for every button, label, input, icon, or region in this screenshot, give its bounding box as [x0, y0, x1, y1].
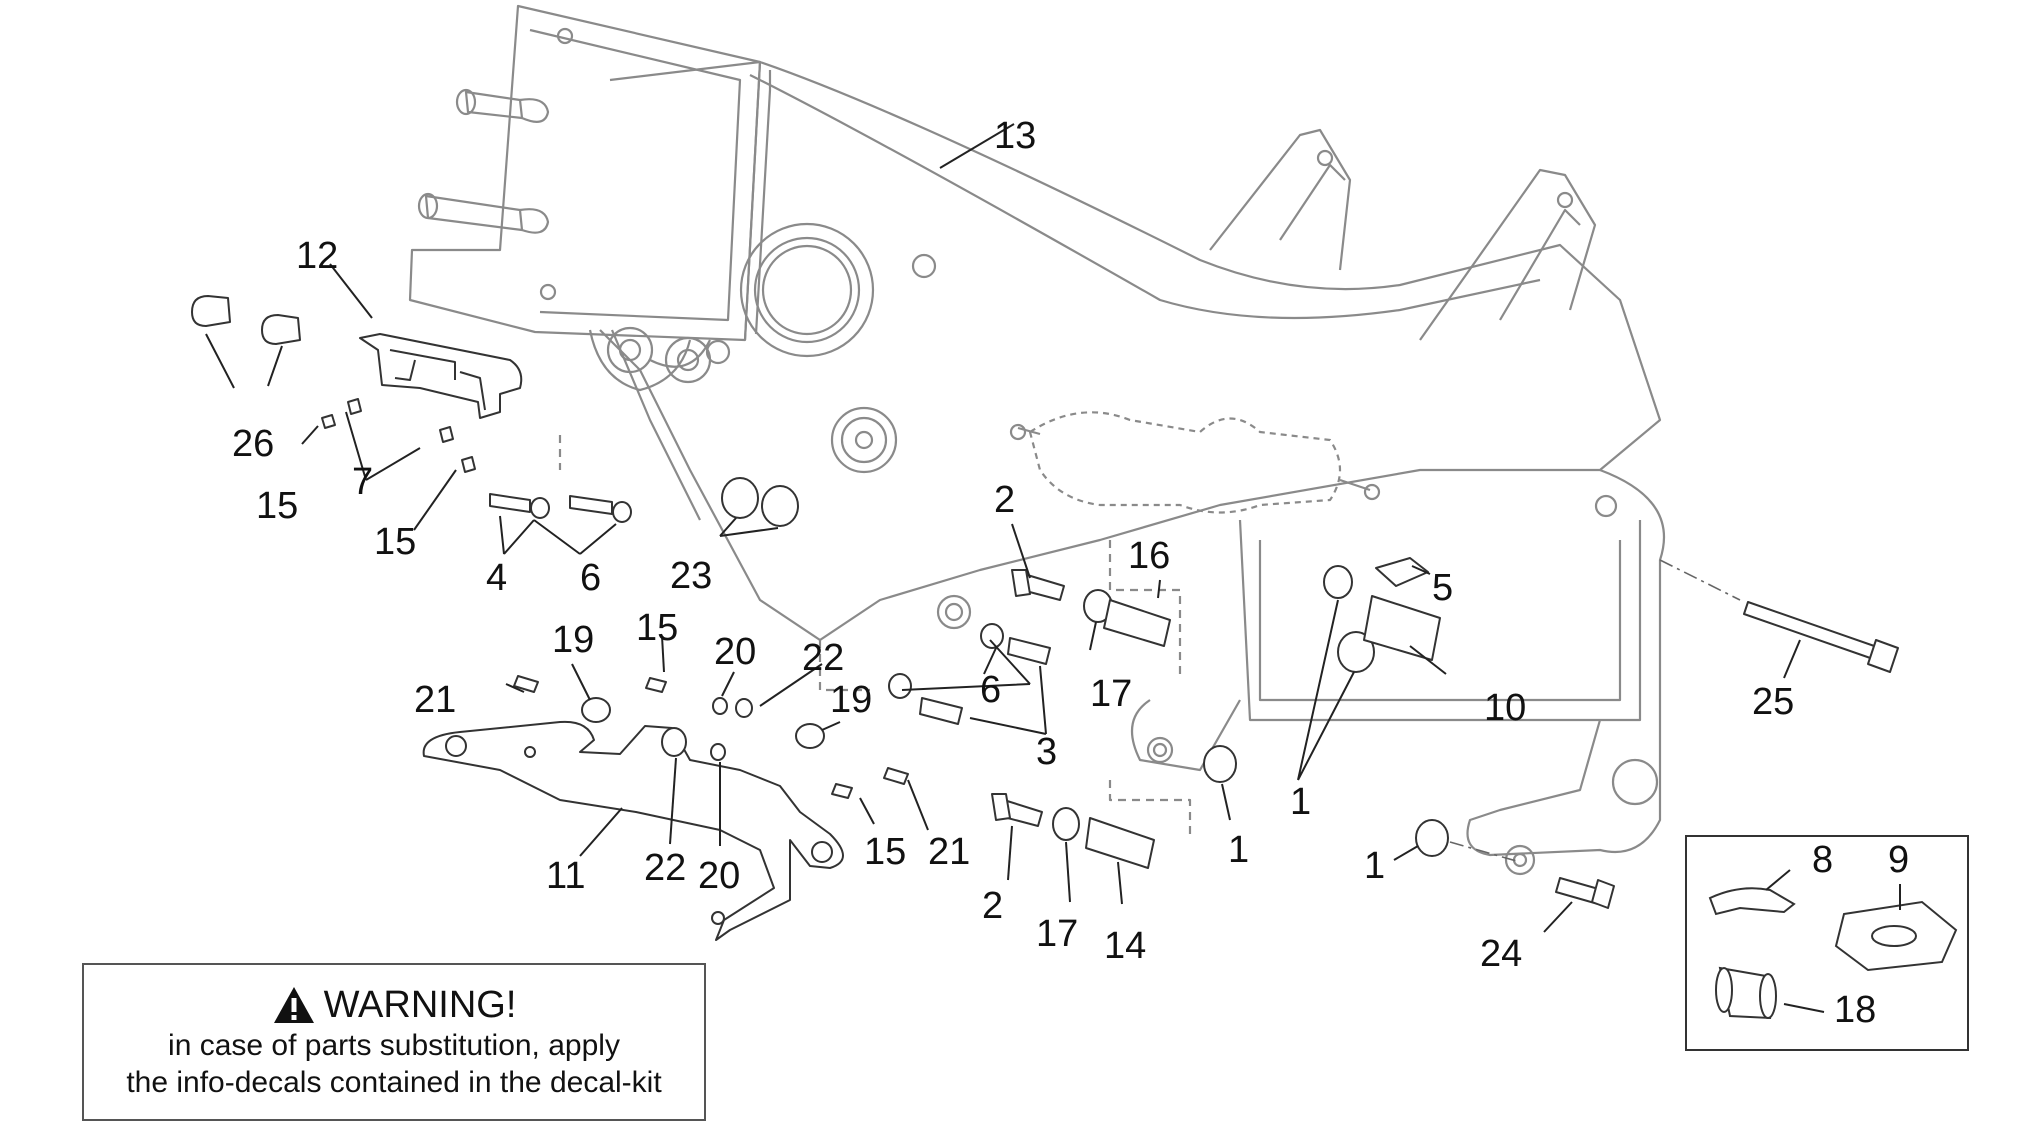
callout-3: 3: [1036, 731, 1057, 773]
callout-12: 12: [296, 235, 338, 277]
callout-15c: 15: [636, 607, 678, 649]
callout-7: 7: [352, 461, 373, 503]
washer-22b: [661, 727, 687, 757]
bolt-4a: [489, 493, 531, 513]
callout-1b: 1: [1228, 829, 1249, 871]
bushing-1c: [1203, 745, 1237, 783]
callout-16: 16: [1128, 535, 1170, 577]
bushing-1a: [1323, 565, 1353, 599]
bushing-19a: [581, 697, 611, 723]
bolt-4b: [569, 495, 613, 515]
spring-14: [1085, 817, 1155, 869]
callout-1c: 1: [1364, 845, 1385, 887]
screw-15b: [461, 456, 476, 473]
bushing-1b: [1337, 631, 1375, 673]
nut-20a: [712, 697, 728, 715]
bracket-12: [359, 333, 523, 419]
bushing-23a: [721, 477, 759, 519]
screw-7b: [439, 426, 454, 443]
callout-23: 23: [670, 555, 712, 597]
screw-15c: [645, 677, 667, 693]
screw-21a: [513, 675, 539, 693]
clip-26a: [191, 295, 231, 327]
callout-13: 13: [994, 115, 1036, 157]
callout-labels: 13 12 26 15 7 15 4 6 23 2 16 5 10 25 19 …: [232, 115, 1909, 1031]
nut-20b: [710, 743, 726, 761]
callout-21a: 21: [414, 679, 456, 721]
callout-19a: 19: [552, 619, 594, 661]
bolt-3a: [1007, 637, 1051, 665]
callout-21b: 21: [928, 831, 970, 873]
washer-6c: [888, 673, 912, 699]
callout-24: 24: [1480, 933, 1522, 975]
callout-17b: 17: [1036, 913, 1078, 955]
warning-title: WARNING!: [323, 984, 517, 1026]
bolt-3b: [919, 697, 963, 725]
bushing-23b: [761, 485, 799, 527]
warning-notice: WARNING! in case of parts substitution, …: [82, 963, 706, 1121]
callout-15a: 15: [256, 485, 298, 527]
warning-line-1: in case of parts substitution, apply: [168, 1029, 620, 1062]
main-frame: [408, 4, 1665, 876]
callout-25: 25: [1752, 681, 1794, 723]
warning-heading: WARNING!: [84, 983, 704, 1027]
bracket-11: [422, 720, 844, 941]
screw-15a: [321, 414, 336, 429]
callout-10: 10: [1484, 687, 1526, 729]
callout-15d: 15: [864, 831, 906, 873]
callout-22b: 22: [644, 847, 686, 889]
callout-11: 11: [546, 855, 585, 897]
clip-8: [1708, 887, 1796, 916]
callout-19b: 19: [830, 679, 872, 721]
callout-26: 26: [232, 423, 274, 465]
washer-22a: [735, 698, 753, 718]
clip-5: [1375, 557, 1429, 587]
callout-20b: 20: [698, 855, 740, 897]
clip-26b: [261, 314, 301, 345]
leader-lines: [205, 123, 1801, 933]
callout-22a: 22: [802, 637, 844, 679]
callout-20a: 20: [714, 631, 756, 673]
callout-18: 18: [1834, 989, 1876, 1031]
screw-7a: [347, 398, 362, 415]
callout-9: 9: [1888, 839, 1909, 881]
screw-15d: [831, 783, 853, 799]
warning-triangle-icon: [273, 987, 314, 1023]
callout-2a: 2: [994, 479, 1015, 521]
washer-6b: [980, 623, 1004, 649]
callout-5: 5: [1432, 567, 1453, 609]
callout-8: 8: [1812, 839, 1833, 881]
nut-17b: [1052, 807, 1080, 841]
bushing-1d: [1415, 819, 1449, 857]
callout-2b: 2: [982, 885, 1003, 927]
callout-17a: 17: [1090, 673, 1132, 715]
parts: [191, 295, 1899, 941]
callout-15b: 15: [374, 521, 416, 563]
callout-4: 4: [486, 557, 507, 599]
callout-6a: 6: [580, 557, 601, 599]
callout-14: 14: [1104, 925, 1146, 967]
callout-1a: 1: [1290, 781, 1311, 823]
warning-line-2: the info-decals contained in the decal-k…: [126, 1066, 662, 1099]
inset-box: [1685, 835, 1969, 1051]
spring-16: [1103, 599, 1171, 647]
callout-6b: 6: [980, 669, 1001, 711]
bushing-19b: [795, 723, 825, 749]
long-bolt-25: [1743, 601, 1881, 661]
screw-21b: [883, 767, 909, 785]
spacer-10: [1363, 595, 1441, 661]
dash-dot-lines: [1449, 559, 1741, 863]
